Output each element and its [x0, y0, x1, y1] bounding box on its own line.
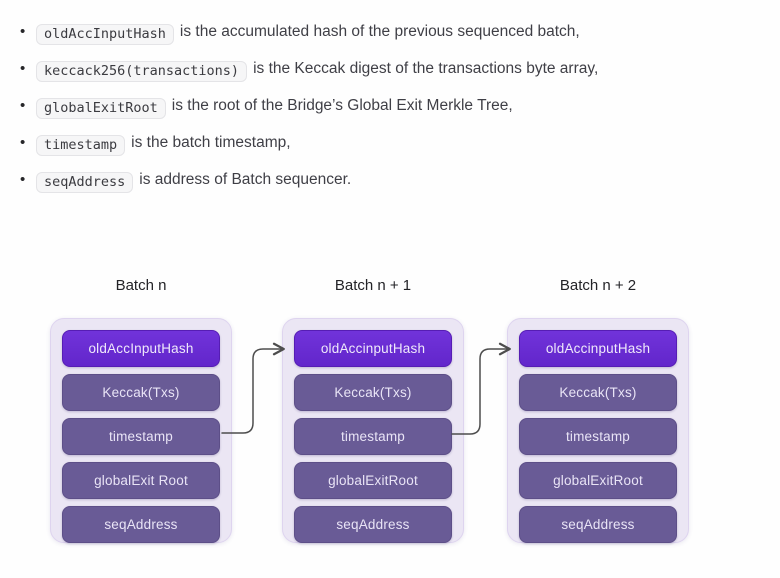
field-box-timestamp: timestamp: [519, 418, 677, 455]
batch-title-n2: Batch n + 2: [559, 277, 637, 294]
code-chip: oldAccInputHash: [36, 24, 174, 45]
bullet-item: oldAccInputHash is the accumulated hash o…: [20, 22, 756, 45]
field-box-globalexitroot: globalExitRoot: [294, 462, 452, 499]
field-box-seqaddress: seqAddress: [62, 506, 220, 543]
field-box-oldaccinputhash: oldAccinputHash: [294, 330, 452, 367]
field-box-seqaddress: seqAddress: [294, 506, 452, 543]
bullet-text: is the root of the Bridge’s Global Exit …: [171, 97, 513, 114]
bullet-text: is the batch timestamp,: [131, 134, 291, 151]
field-box-globalexitroot: globalExitRoot: [519, 462, 677, 499]
bullet-text: is the accumulated hash of the previous …: [179, 23, 580, 40]
bullet-item: globalExitRoot is the root of the Bridge’…: [20, 96, 756, 119]
code-chip: keccack256(transactions): [36, 61, 248, 82]
field-box-seqaddress: seqAddress: [519, 506, 677, 543]
bullet-item: keccack256(transactions) is the Keccak di…: [20, 59, 756, 82]
batch-panel-n2: oldAccinputHash Keccak(Txs) timestamp gl…: [507, 318, 689, 543]
code-chip: globalExitRoot: [36, 98, 166, 119]
field-box-timestamp: timestamp: [62, 418, 220, 455]
bullet-list: oldAccInputHash is the accumulated hash o…: [20, 22, 756, 207]
field-box-globalexitroot: globalExit Root: [62, 462, 220, 499]
code-chip: timestamp: [36, 135, 126, 156]
bullet-item: timestamp is the batch timestamp,: [20, 133, 756, 156]
batch-panel-n: oldAccInputHash Keccak(Txs) timestamp gl…: [50, 318, 232, 543]
code-chip: seqAddress: [36, 172, 134, 193]
batch-title-n: Batch n: [115, 277, 167, 294]
field-box-oldaccinputhash: oldAccinputHash: [519, 330, 677, 367]
field-box-keccak-txs: Keccak(Txs): [294, 374, 452, 411]
field-box-keccak-txs: Keccak(Txs): [62, 374, 220, 411]
bullet-text: is address of Batch sequencer.: [139, 171, 352, 188]
field-box-oldaccinputhash: oldAccInputHash: [62, 330, 220, 367]
batch-title-n1: Batch n + 1: [334, 277, 412, 294]
bullet-text: is the Keccak digest of the transactions…: [253, 60, 599, 77]
bullet-item: seqAddress is address of Batch sequencer.: [20, 170, 756, 193]
batch-panel-n1: oldAccinputHash Keccak(Txs) timestamp gl…: [282, 318, 464, 543]
field-box-timestamp: timestamp: [294, 418, 452, 455]
field-box-keccak-txs: Keccak(Txs): [519, 374, 677, 411]
